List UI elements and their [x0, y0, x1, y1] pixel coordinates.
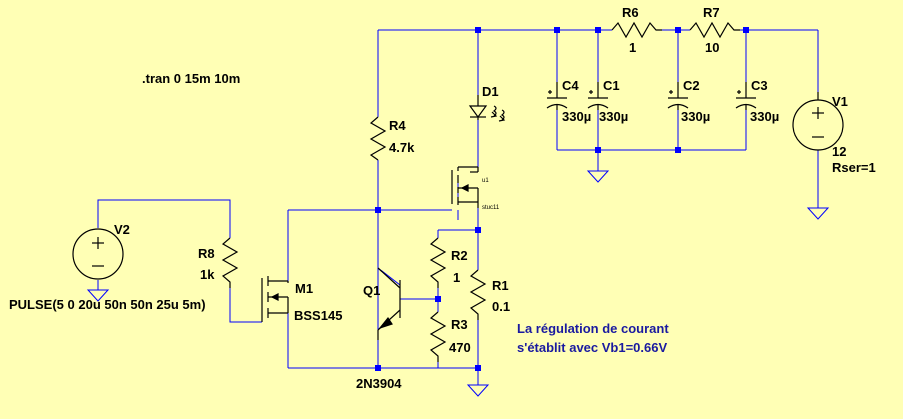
wires: [97, 29, 819, 385]
label-r1-ref: R1: [492, 278, 509, 293]
ground-v1: [806, 207, 830, 220]
ground-main: [466, 384, 490, 397]
capacitor-c1-symbol: [587, 82, 609, 110]
capacitor-c2-symbol: [667, 82, 689, 110]
label-r1-value: 0.1: [492, 299, 510, 314]
sim-directive: .tran 0 15m 10m: [142, 71, 240, 86]
label-c2-value: 330µ: [681, 109, 710, 124]
label-r2-value: 1: [453, 270, 460, 285]
resistor-r6-symbol: [611, 21, 662, 39]
label-r7-ref: R7: [703, 5, 720, 20]
label-r8-value: 1k: [200, 267, 215, 282]
label-m1-ref: M1: [295, 281, 313, 296]
label-v1-value: 12: [832, 144, 846, 159]
resistor-r2-symbol: [429, 237, 447, 288]
mosfet-u1-symbol: [451, 166, 479, 208]
voltage-source-v2-symbol: [72, 228, 124, 280]
mosfet-m1-symbol: [261, 276, 289, 322]
label-r2-ref: R2: [451, 248, 468, 263]
component-symbols: [72, 21, 844, 362]
label-r3-value: 470: [449, 340, 471, 355]
ground-symbols: [86, 170, 830, 397]
resistor-r3-symbol: [429, 311, 447, 362]
label-q1-value: 2N3904: [356, 376, 402, 391]
label-v1-ref: V1: [832, 94, 848, 109]
label-u1-ref: u1: [482, 178, 489, 184]
note-line-2: s'établit avec Vb1=0.66V: [517, 340, 667, 355]
label-v1-rser: Rser=1: [832, 160, 876, 175]
label-c3-value: 330µ: [750, 109, 779, 124]
label-r8-ref: R8: [198, 246, 215, 261]
label-r6-value: 1: [629, 40, 636, 55]
led-d1-symbol: [468, 95, 506, 122]
resistor-r7-symbol: [689, 21, 740, 39]
junctions: [375, 27, 749, 371]
resistor-r8-symbol: [221, 237, 239, 288]
label-r6-ref: R6: [622, 5, 639, 20]
voltage-source-v1-symbol: [792, 92, 844, 151]
capacitor-c3-symbol: [735, 82, 757, 110]
label-r4-ref: R4: [389, 118, 406, 133]
label-c4-ref: C4: [562, 78, 579, 93]
label-m1-value: BSS145: [294, 308, 342, 323]
ground-capacitors: [586, 170, 610, 183]
label-r3-ref: R3: [451, 317, 468, 332]
label-v2-ref: V2: [114, 222, 130, 237]
label-v2-value: PULSE(5 0 20u 50n 50n 25u 5m): [9, 297, 206, 312]
capacitor-c4-symbol: [546, 82, 568, 110]
label-r7-value: 10: [705, 40, 719, 55]
label-d1-ref: D1: [482, 84, 499, 99]
label-r4-value: 4.7k: [389, 140, 415, 155]
label-c2-ref: C2: [683, 78, 700, 93]
note-line-1: La régulation de courant: [517, 321, 669, 336]
label-u1-value: stuc11: [482, 205, 500, 211]
resistor-r4-symbol: [369, 116, 387, 161]
label-c1-value: 330µ: [599, 109, 628, 124]
ground-v2: [86, 289, 110, 302]
label-q1-ref: Q1: [363, 283, 380, 298]
label-c1-ref: C1: [603, 78, 620, 93]
resistor-r1-symbol: [469, 269, 487, 320]
bjt-q1-symbol: [377, 267, 401, 340]
label-c4-value: 330µ: [562, 109, 591, 124]
label-c3-ref: C3: [751, 78, 768, 93]
